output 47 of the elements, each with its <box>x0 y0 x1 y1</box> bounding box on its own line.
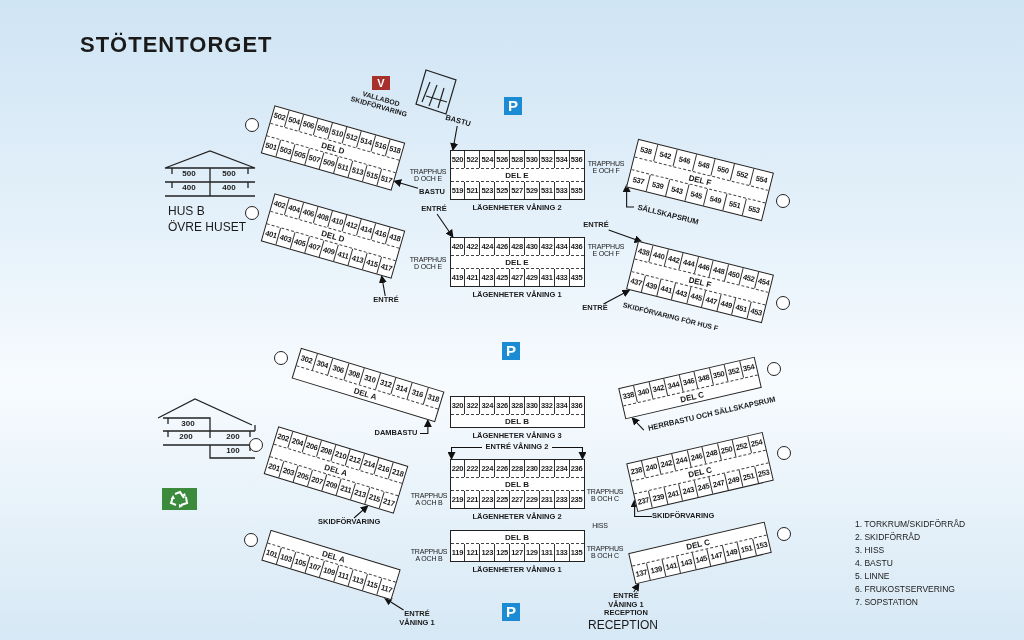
section-label: DEL B <box>505 416 529 426</box>
building-block <box>449 150 585 200</box>
arrow <box>631 417 645 431</box>
arrow <box>353 505 369 519</box>
arrow <box>450 125 459 151</box>
floor-number: 400 <box>221 184 237 193</box>
building-block <box>449 459 585 509</box>
section-label: DEL B <box>505 479 529 489</box>
legend-item: 7. SOPSTATION <box>855 598 918 608</box>
legend-item: 1. TORKRUM/SKIDFÖRRÅD <box>855 520 966 530</box>
arrow <box>393 179 419 189</box>
floor-number: 300 <box>180 420 196 429</box>
map-label: RECEPTION <box>588 619 658 633</box>
arrow <box>384 597 405 611</box>
section-label: DEL E <box>505 257 529 267</box>
arrow <box>551 446 587 460</box>
legend-item: 5. LINNE <box>855 572 890 582</box>
arrow <box>447 446 483 460</box>
parking-sign: P <box>504 97 522 115</box>
floor-number: 500 <box>181 170 197 179</box>
arrow <box>436 213 454 238</box>
floor-number: 500 <box>221 170 237 179</box>
arrow <box>602 289 631 305</box>
legend-item: 2. SKIDFÖRRÅD <box>855 533 921 543</box>
arrow <box>622 183 635 208</box>
legend-item: 4. BASTU <box>855 559 893 569</box>
map-title: STÖTENTORGET <box>80 32 273 58</box>
building-block <box>449 530 585 562</box>
arrow <box>608 229 643 244</box>
parking-sign: P <box>502 603 520 621</box>
arrow <box>378 275 387 297</box>
floor-number: 200 <box>225 433 241 442</box>
legend-item: 6. FRUKOSTSERVERING <box>855 585 955 595</box>
building-block <box>449 237 585 287</box>
sign-letter: V <box>372 76 390 90</box>
floor-number: 100 <box>225 447 241 456</box>
floor-number: 400 <box>181 184 197 193</box>
arrow <box>419 419 432 435</box>
parking-sign: P <box>502 342 520 360</box>
map-label: HUS B <box>168 205 205 219</box>
section-label: DEL B <box>505 532 529 542</box>
arrow <box>630 498 653 518</box>
building-block <box>449 396 585 428</box>
floor-number: 200 <box>178 433 194 442</box>
legend-item: 3. HISS <box>855 546 885 556</box>
section-label: DEL E <box>505 170 529 180</box>
map-label: ÖVRE HUSET <box>168 221 246 235</box>
